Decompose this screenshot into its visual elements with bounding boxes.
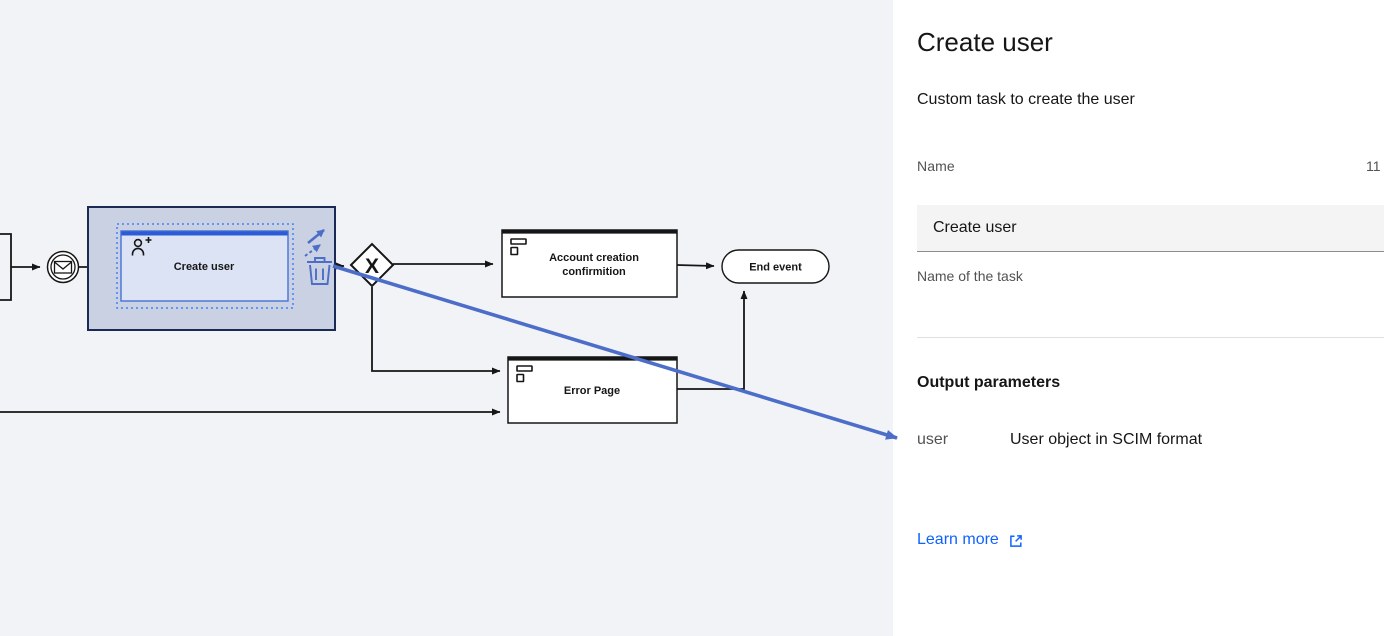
launch-icon (1008, 533, 1024, 549)
name-char-counter: 11 (1366, 158, 1381, 174)
output-parameters-heading: Output parameters (917, 374, 1061, 391)
page-title: Create user (917, 27, 1053, 57)
name-input[interactable] (917, 205, 1384, 252)
parameter-description: User object in SCIM format (1010, 431, 1203, 448)
learn-more-link[interactable]: Learn more (917, 531, 1024, 549)
learn-more-label: Learn more (917, 531, 999, 548)
output-parameter-row: user User object in SCIM format (917, 429, 1202, 451)
name-field-label: Name (917, 158, 955, 174)
task-description: Custom task to create the user (917, 91, 1135, 108)
parameter-name: user (917, 431, 949, 448)
flow-canvas[interactable] (0, 0, 894, 636)
properties-panel: Create user Custom task to create the us… (893, 0, 1384, 636)
section-divider (917, 337, 1384, 338)
name-helper-text: Name of the task (917, 268, 1023, 284)
